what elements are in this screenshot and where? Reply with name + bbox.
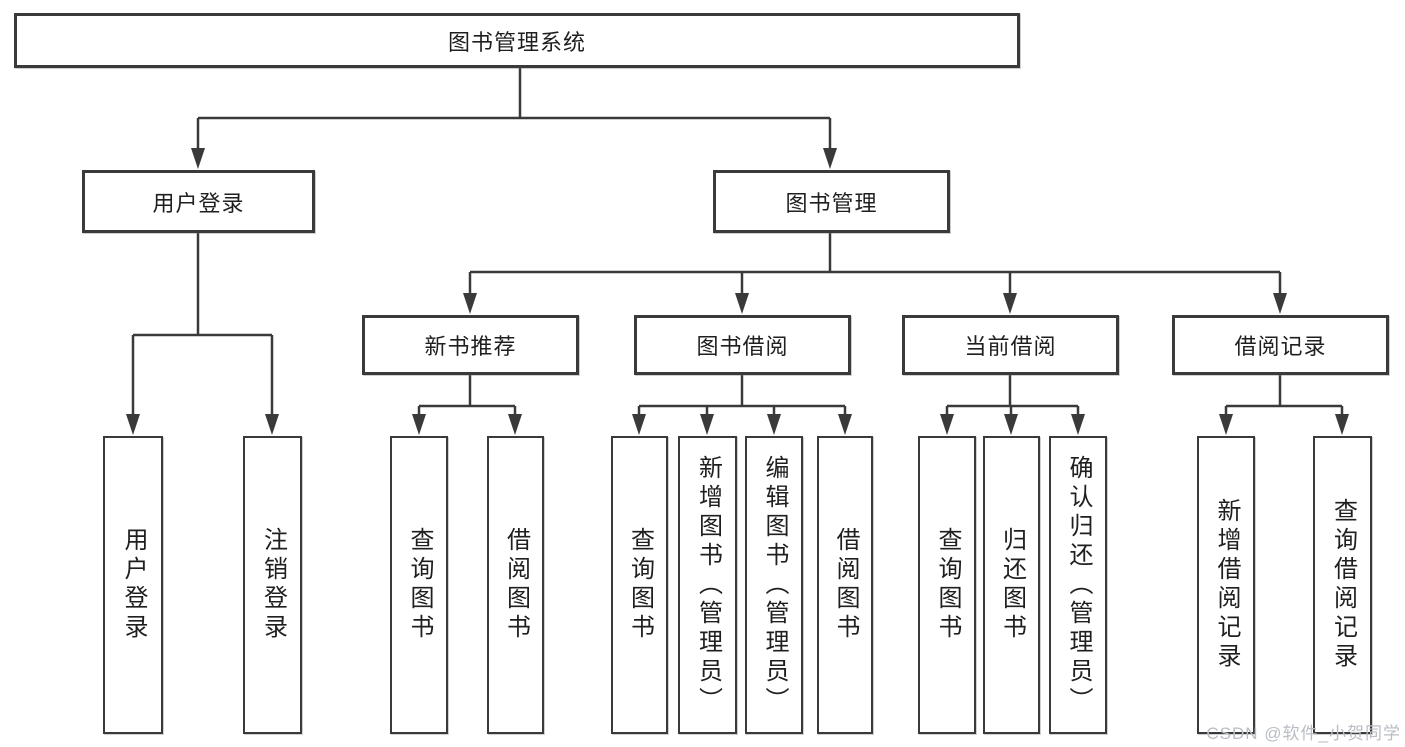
node-user-login: 用户登录 bbox=[82, 170, 315, 233]
arrowhead-new-books bbox=[463, 293, 477, 314]
leaf-current-return: 归还图书 bbox=[983, 436, 1040, 734]
connector-new-books-children bbox=[417, 375, 517, 416]
leaf-borrow-query-label: 查询图书 bbox=[626, 527, 654, 643]
node-current-borrow: 当前借阅 bbox=[902, 315, 1119, 375]
arrowhead-br-query bbox=[1335, 414, 1349, 435]
arrowhead-borrow-records bbox=[1273, 293, 1287, 314]
node-new-books: 新书推荐 bbox=[362, 315, 579, 375]
node-root: 图书管理系统 bbox=[14, 13, 1020, 68]
node-new-books-label: 新书推荐 bbox=[424, 334, 517, 359]
node-book-borrow-label: 图书借阅 bbox=[696, 334, 789, 359]
leaf-newbooks-borrow: 借阅图书 bbox=[487, 436, 544, 734]
node-borrow-records-label: 借阅记录 bbox=[1234, 334, 1327, 359]
leaf-borrow-add-admin: 新增图书（管理员） bbox=[678, 436, 737, 734]
arrowhead-bb-query bbox=[632, 414, 646, 435]
csdn-watermark: CSDN @软件_小贺同学 bbox=[1206, 724, 1401, 743]
leaf-borrow-query: 查询图书 bbox=[611, 436, 668, 734]
leaf-records-query-label: 查询借阅记录 bbox=[1329, 498, 1357, 672]
connector-book-borrow-children bbox=[637, 375, 847, 416]
leaf-borrow-edit-admin: 编辑图书（管理员） bbox=[745, 436, 803, 734]
node-book-borrow: 图书借阅 bbox=[634, 315, 851, 375]
leaf-current-confirm-admin-label: 确认归还（管理员） bbox=[1065, 454, 1092, 716]
leaf-current-query: 查询图书 bbox=[918, 436, 976, 734]
node-borrow-records: 借阅记录 bbox=[1172, 315, 1389, 375]
node-book-management: 图书管理 bbox=[713, 170, 950, 233]
arrowhead-cb-return bbox=[1004, 414, 1018, 435]
arrowhead-current-borrow bbox=[1003, 293, 1017, 314]
leaf-records-query: 查询借阅记录 bbox=[1313, 436, 1372, 734]
leaf-logout: 注销登录 bbox=[243, 436, 302, 734]
leaf-newbooks-query-label: 查询图书 bbox=[406, 527, 433, 643]
arrowhead-cb-query bbox=[940, 414, 954, 435]
connector-borrow-records-children bbox=[1224, 375, 1344, 416]
leaf-borrow-book: 借阅图书 bbox=[817, 436, 873, 734]
arrowhead-leaf-logout bbox=[265, 414, 279, 435]
arrowhead-nb-borrow bbox=[508, 414, 522, 435]
connector-user-login-children bbox=[131, 233, 274, 416]
node-user-login-label: 用户登录 bbox=[152, 190, 245, 216]
node-current-borrow-label: 当前借阅 bbox=[964, 334, 1057, 359]
leaf-newbooks-query: 查询图书 bbox=[390, 436, 448, 734]
leaf-borrow-book-label: 借阅图书 bbox=[832, 527, 859, 643]
connector-book-management-children bbox=[468, 233, 1282, 295]
leaf-user-login-label: 用户登录 bbox=[120, 527, 147, 643]
leaf-borrow-edit-admin-label: 编辑图书（管理员） bbox=[761, 454, 788, 716]
arrowhead-book-borrow bbox=[735, 293, 749, 314]
arrowhead-book-management bbox=[823, 148, 837, 169]
node-root-label: 图书管理系统 bbox=[447, 29, 586, 55]
leaf-records-add: 新增借阅记录 bbox=[1197, 436, 1255, 734]
leaf-records-add-label: 新增借阅记录 bbox=[1213, 498, 1240, 672]
arrowhead-bb-edit bbox=[767, 414, 781, 435]
leaf-borrow-add-admin-label: 新增图书（管理员） bbox=[694, 454, 722, 716]
arrowhead-nb-query bbox=[412, 414, 426, 435]
connector-root-to-level2 bbox=[196, 68, 832, 150]
leaf-current-query-label: 查询图书 bbox=[934, 527, 961, 643]
arrowhead-bb-borrow bbox=[838, 414, 852, 435]
leaf-user-login: 用户登录 bbox=[103, 436, 163, 734]
leaf-newbooks-borrow-label: 借阅图书 bbox=[502, 527, 530, 643]
arrowhead-cb-confirm bbox=[1071, 414, 1085, 435]
node-book-management-label: 图书管理 bbox=[785, 190, 878, 216]
arrowhead-br-add bbox=[1219, 414, 1233, 435]
arrowhead-user-login bbox=[191, 148, 205, 169]
arrowhead-bb-add bbox=[700, 414, 714, 435]
leaf-logout-label: 注销登录 bbox=[259, 527, 287, 643]
leaf-current-return-label: 归还图书 bbox=[998, 527, 1026, 643]
connector-current-borrow-children bbox=[945, 375, 1080, 416]
arrowhead-leaf-login bbox=[126, 414, 140, 435]
leaf-current-confirm-admin: 确认归还（管理员） bbox=[1049, 436, 1107, 734]
